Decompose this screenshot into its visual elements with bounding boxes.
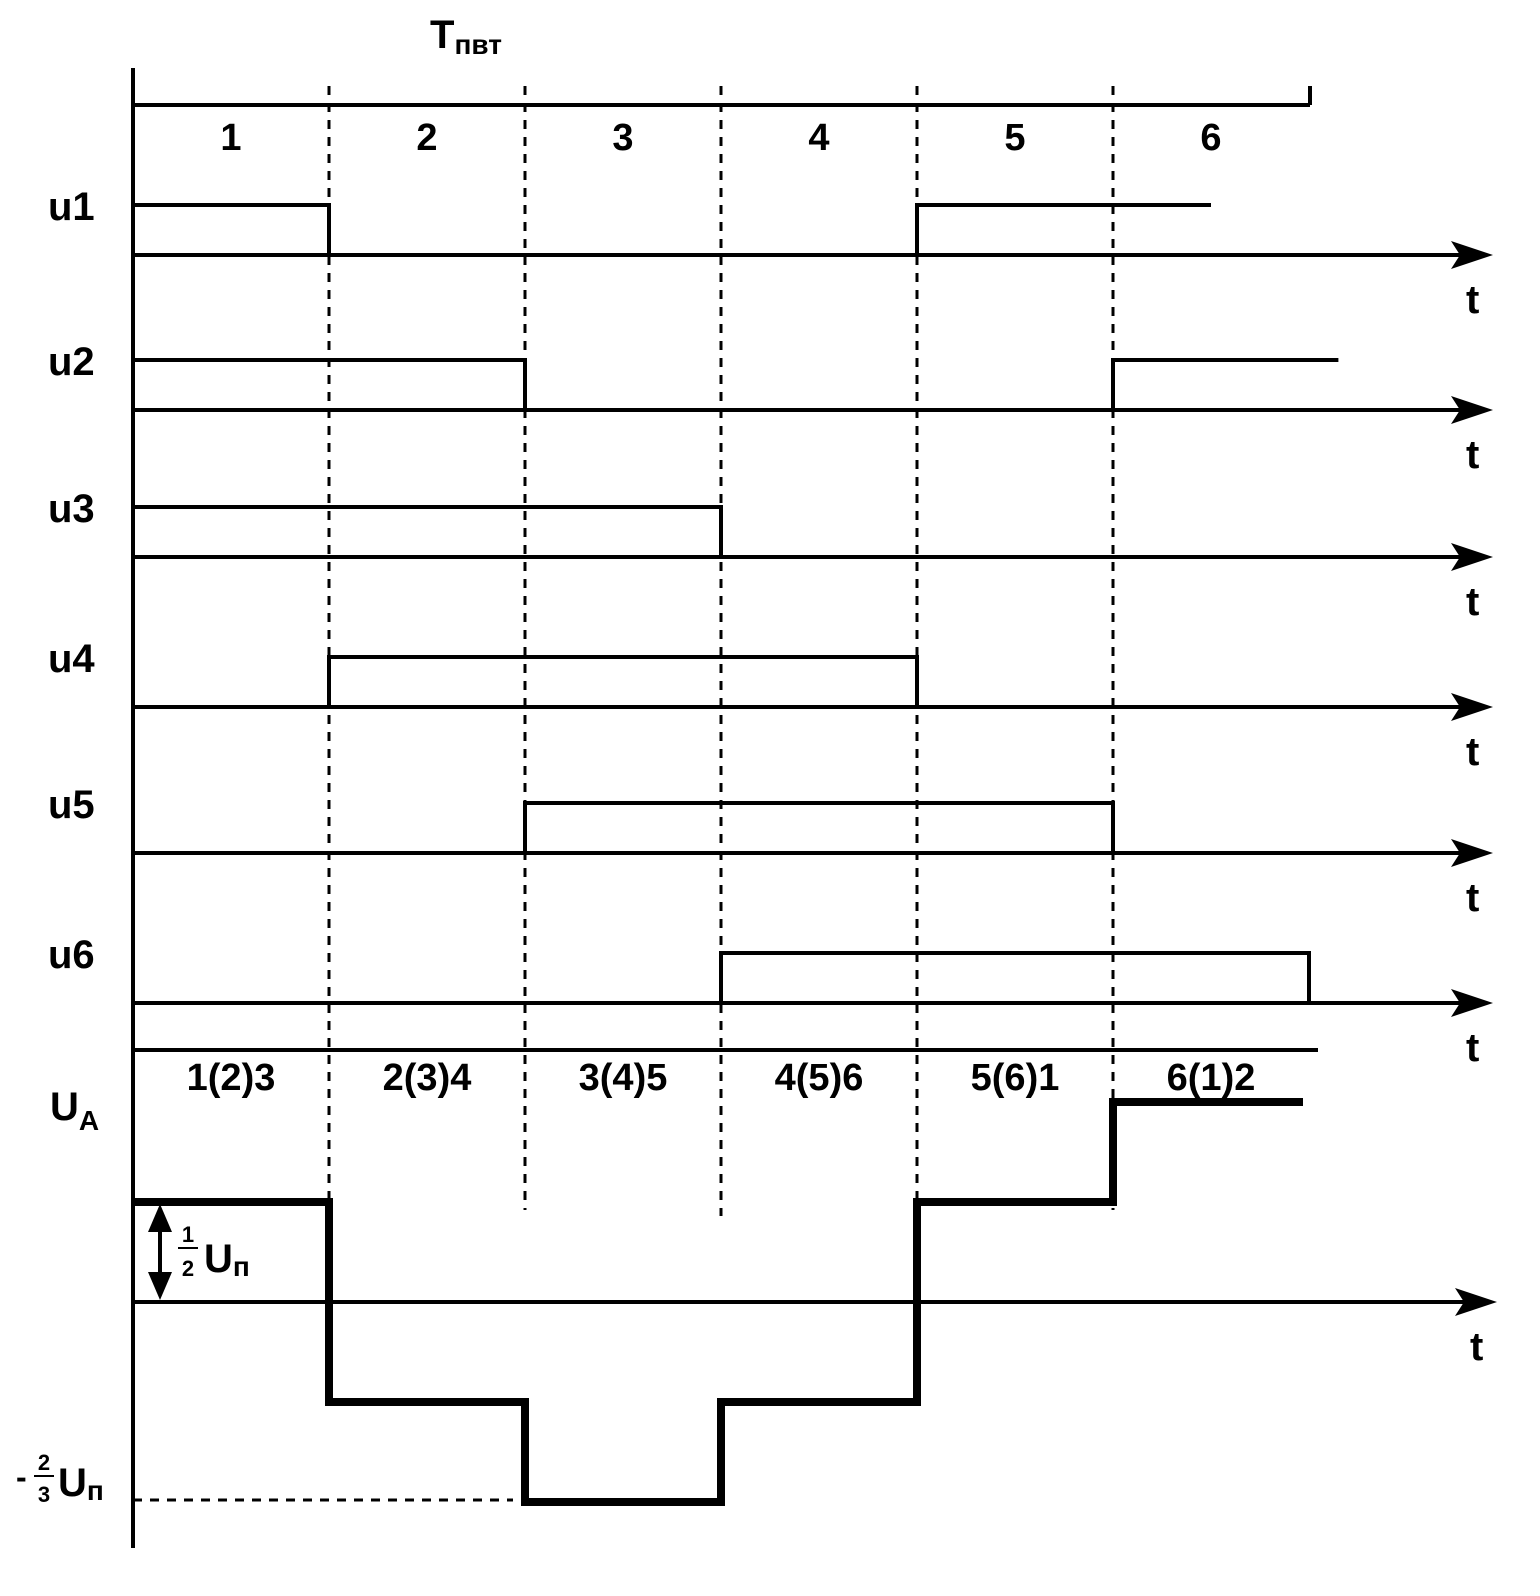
axis-arrow-u3 (1451, 543, 1493, 571)
interval-boundaries (327, 86, 1115, 1306)
half-level-arrow-up (148, 1204, 172, 1232)
interval-label-5: 5 (1004, 117, 1025, 159)
signal-label-u3: u3 (48, 487, 95, 531)
channel-u4: u4 t (48, 637, 1493, 774)
interval-labels: 1 2 3 4 5 6 (220, 117, 1221, 159)
half-level-den: 2 (182, 1256, 194, 1281)
half-level-label: 1 2 Uп (178, 1222, 250, 1282)
ua-axis-arrow (1455, 1288, 1497, 1316)
minus-two-thirds-num: 2 (38, 1450, 50, 1475)
pulse-u1-2 (915, 203, 1211, 255)
signal-label-u1: u1 (48, 185, 95, 229)
ua-label: UA (50, 1085, 99, 1136)
axis-t-label-u1: t (1466, 278, 1479, 322)
signal-label-u6: u6 (48, 933, 95, 977)
signal-label-u5: u5 (48, 783, 95, 827)
pulse-u1-1 (133, 203, 331, 255)
signal-label-u2: u2 (48, 340, 95, 384)
axis-t-label-u5: t (1466, 876, 1479, 920)
pulse-u2-1 (133, 358, 527, 410)
ua-axis-t-label: t (1470, 1325, 1483, 1369)
axis-arrow-u6 (1451, 989, 1493, 1017)
minus-two-thirds-unit: Uп (58, 1461, 104, 1506)
minus-two-thirds-unit-sub: п (87, 1475, 104, 1506)
half-level-unit: Uп (204, 1237, 250, 1282)
half-level-unit-sub: п (233, 1251, 250, 1282)
period-label-sub: пвт (454, 29, 501, 60)
minus-two-thirds-unit-main: U (58, 1461, 87, 1505)
state-label-3: 3(4)5 (579, 1057, 668, 1099)
minus-two-thirds-label: - 2 3 Uп (16, 1450, 104, 1507)
axis-arrow-u1 (1451, 241, 1493, 269)
period-label-main: T (430, 13, 454, 57)
axis-arrow-u5 (1451, 839, 1493, 867)
channel-u3: u3 t (48, 487, 1493, 624)
half-level-arrow-down (148, 1272, 172, 1300)
interval-label-1: 1 (220, 117, 241, 159)
pulse-u4-1 (327, 655, 919, 707)
pulse-u3-1 (133, 505, 723, 557)
state-label-5: 5(6)1 (971, 1057, 1060, 1099)
interval-label-3: 3 (612, 117, 633, 159)
state-label-6: 6(1)2 (1167, 1057, 1256, 1099)
channel-u2: u2 t (48, 340, 1493, 477)
axis-t-label-u3: t (1466, 580, 1479, 624)
pulse-u2-2 (1111, 358, 1339, 410)
interval-label-2: 2 (416, 117, 437, 159)
channel-u5: u5 t (48, 783, 1493, 920)
state-label-1: 1(2)3 (187, 1057, 276, 1099)
axis-t-label-u4: t (1466, 730, 1479, 774)
interval-label-4: 4 (808, 117, 829, 159)
axis-arrow-u4 (1451, 693, 1493, 721)
period-label: Tпвт (430, 13, 502, 60)
state-label-2: 2(3)4 (383, 1057, 472, 1099)
pulse-u5-1 (523, 801, 1115, 853)
half-level-num: 1 (182, 1222, 194, 1247)
pulse-u6-1 (719, 951, 1311, 1003)
signal-channels: u1 t u2 t u3 t u4 t u5 t u6 t (48, 185, 1493, 1070)
channel-u6: u6 t (48, 933, 1493, 1070)
minus-two-thirds-den: 3 (38, 1482, 50, 1507)
axis-arrow-u2 (1451, 396, 1493, 424)
half-level-unit-main: U (204, 1237, 233, 1281)
state-labels: 1(2)3 2(3)4 3(4)5 4(5)6 5(6)1 6(1)2 (187, 1057, 1256, 1099)
axis-t-label-u2: t (1466, 433, 1479, 477)
axis-t-label-u6: t (1466, 1026, 1479, 1070)
minus-two-thirds-sign: - (16, 1459, 27, 1495)
channel-u1: u1 t (48, 185, 1493, 322)
ua-label-main: U (50, 1085, 79, 1129)
ua-label-sub: A (79, 1105, 99, 1136)
state-label-4: 4(5)6 (775, 1057, 864, 1099)
ua-waveform (133, 1098, 1303, 1506)
interval-label-6: 6 (1200, 117, 1221, 159)
signal-label-u4: u4 (48, 637, 95, 681)
